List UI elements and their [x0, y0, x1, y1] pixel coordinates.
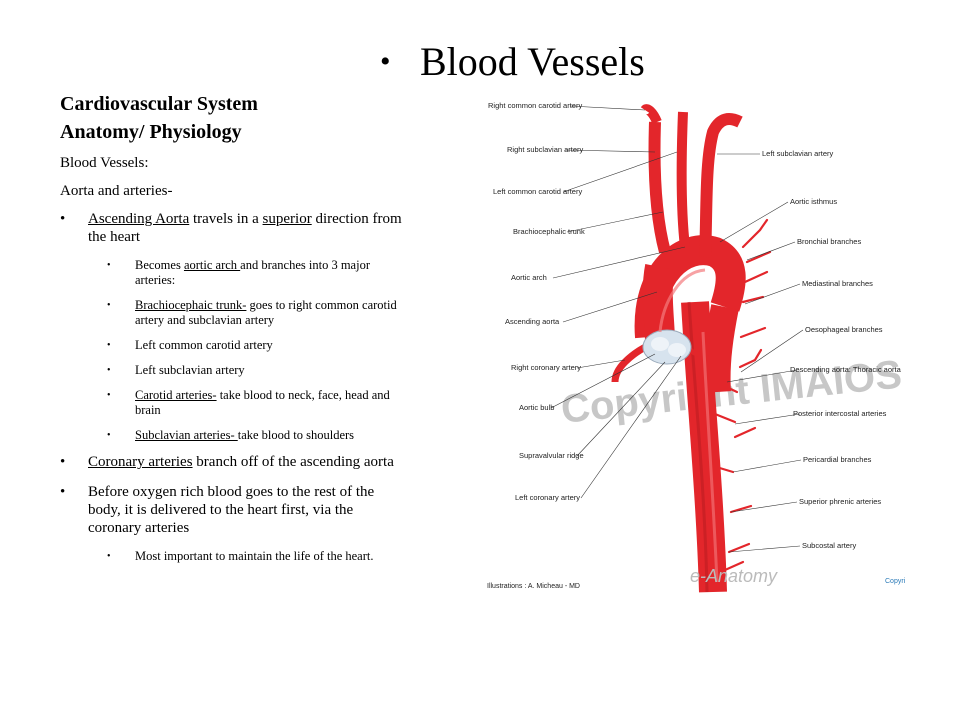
- anatomy-watermark: e-Anatomy: [690, 566, 778, 586]
- label-aortic-bulb: Aortic bulb: [519, 403, 554, 412]
- subbullet-brachiocephalic: Brachiocephaic trunk- goes to right comm…: [60, 298, 410, 328]
- subbullet-carotid-arteries: Carotid arteries- take blood to neck, fa…: [60, 388, 410, 418]
- bullet-ascending-aorta: Ascending Aorta travels in a superior di…: [60, 210, 410, 246]
- subbullet-left-subclavian: Left subclavian artery: [60, 363, 410, 378]
- subbullet-aortic-arch: Becomes aortic arch and branches into 3 …: [60, 258, 410, 288]
- copyright-small: Copyri: [885, 578, 906, 585]
- label-leader-lines: [550, 105, 804, 553]
- label-descending-aorta: Descending aorta: Thoracic aorta: [790, 365, 902, 374]
- heading-line-2: Anatomy/ Physiology: [60, 121, 242, 143]
- section-heading: Cardiovascular System Anatomy/ Physiolog…: [60, 90, 380, 146]
- bullet-oxygen-rich-blood: Before oxygen rich blood goes to the res…: [60, 483, 410, 537]
- illustration-credit: Illustrations : A. Micheau - MD: [487, 583, 580, 590]
- label-posterior-intercostal: Posterior intercostal arteries: [793, 409, 887, 418]
- label-mediastinal-branches: Mediastinal branches: [802, 279, 873, 288]
- label-subcostal-artery: Subcostal artery: [802, 541, 856, 550]
- right-labels: Left subclavian artery Aortic isthmus Br…: [762, 149, 902, 550]
- label-right-subclavian: Right subclavian artery: [507, 145, 584, 154]
- heading-line-1: Cardiovascular System: [60, 93, 258, 115]
- label-bronchial-branches: Bronchial branches: [797, 237, 861, 246]
- label-left-subclavian: Left subclavian artery: [762, 149, 834, 158]
- title-bullet: •: [380, 45, 391, 78]
- intro-line-2: Aorta and arteries-: [60, 183, 173, 199]
- aorta-illustration: Copyright IMAIOS: [487, 101, 906, 593]
- label-ascending-aorta: Ascending aorta: [505, 317, 560, 326]
- subbullet-life-of-heart: Most important to maintain the life of t…: [60, 549, 410, 564]
- label-right-common-carotid: Right common carotid artery: [488, 101, 582, 110]
- slide-body: Blood Vessels: Aorta and arteries- Ascen…: [60, 154, 410, 574]
- subbullet-subclavian-arteries: Subclavian arteries- take blood to shoul…: [60, 428, 410, 443]
- label-right-coronary: Right coronary artery: [511, 363, 581, 372]
- label-oesophageal-branches: Oesophageal branches: [805, 325, 883, 334]
- subbullet-left-common-carotid: Left common carotid artery: [60, 338, 410, 353]
- label-aortic-arch: Aortic arch: [511, 273, 547, 282]
- label-pericardial-branches: Pericardial branches: [803, 455, 872, 464]
- left-labels: Right common carotid artery Right subcla…: [488, 101, 585, 502]
- label-left-common-carotid: Left common carotid artery: [493, 187, 582, 196]
- label-superior-phrenic: Superior phrenic arteries: [799, 497, 881, 506]
- label-brachiocephalic-trunk: Brachiocephalic trunk: [513, 227, 585, 236]
- label-left-coronary: Left coronary artery: [515, 493, 580, 502]
- bullet-coronary-arteries: Coronary arteries branch off of the asce…: [60, 453, 410, 471]
- slide-title: •Blood Vessels: [380, 36, 800, 88]
- label-supravalvular-ridge: Supravalvular ridge: [519, 451, 584, 460]
- aorta-vessels: [611, 104, 772, 593]
- label-aortic-isthmus: Aortic isthmus: [790, 197, 837, 206]
- intro-line-1: Blood Vessels:: [60, 155, 149, 171]
